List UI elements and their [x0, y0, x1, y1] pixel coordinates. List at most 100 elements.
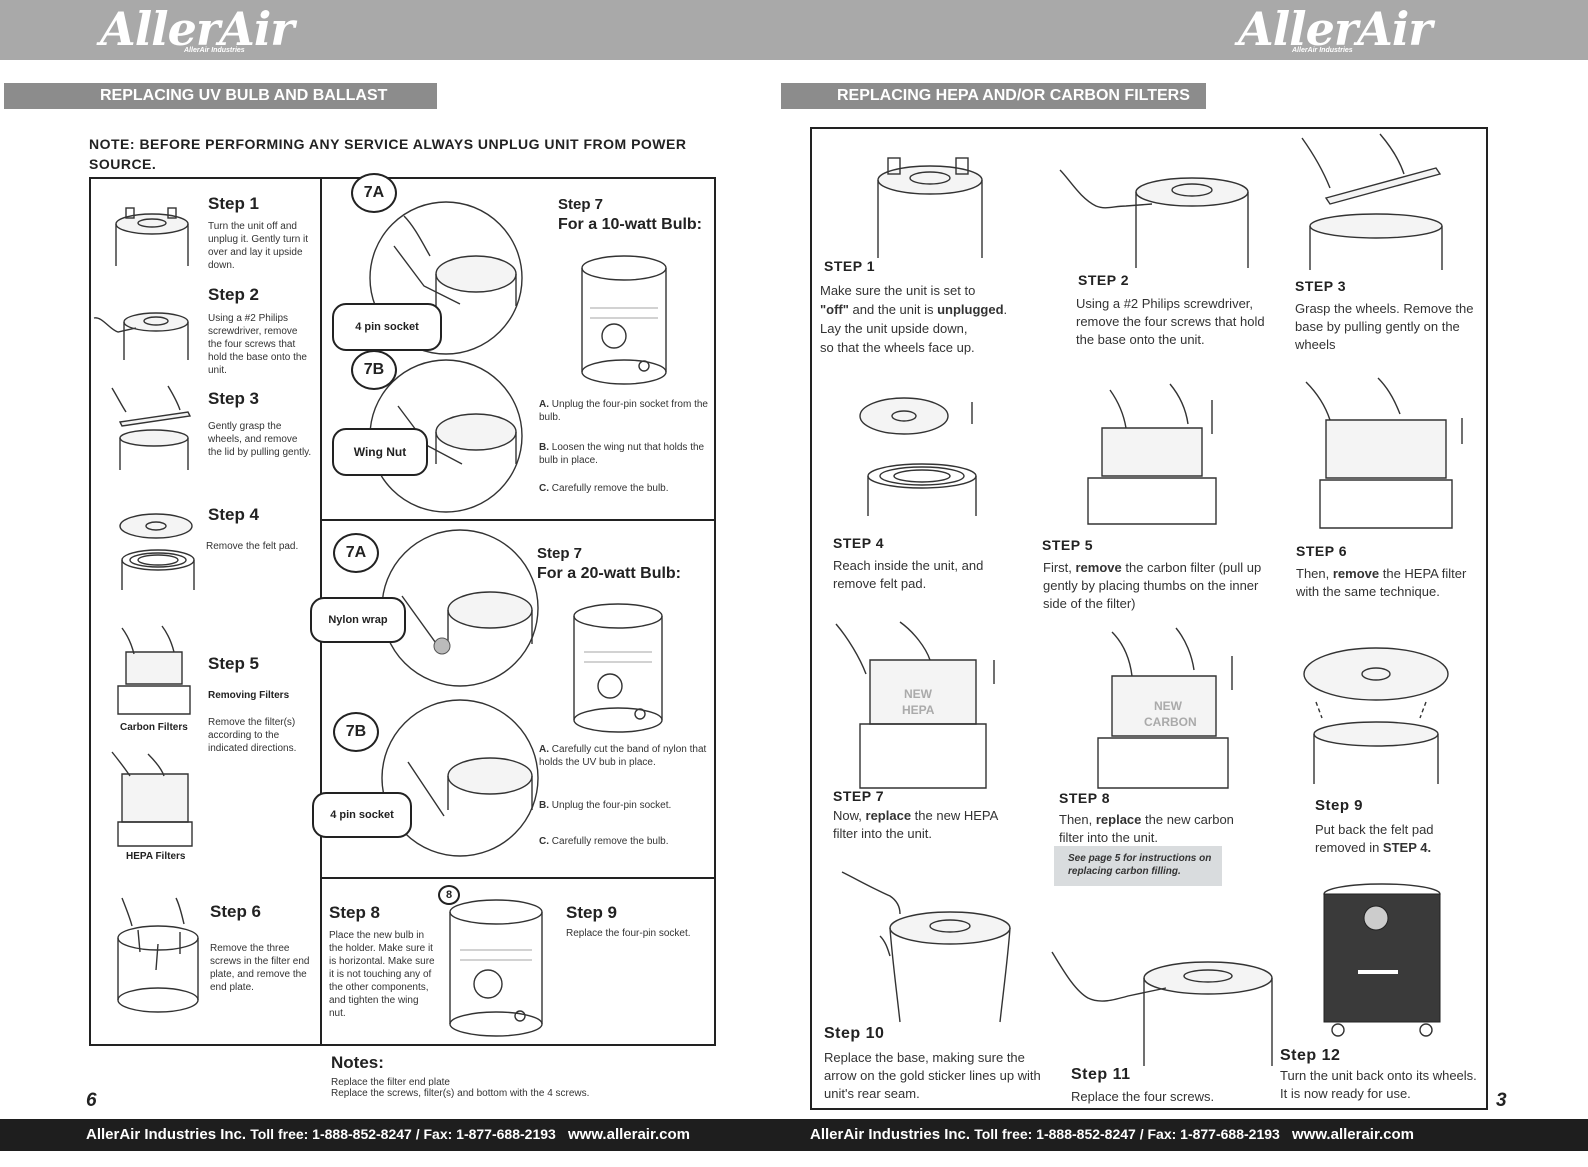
badge-7a-20w: 7A: [333, 533, 379, 573]
carbon-filling-note: See page 5 for instructions on replacing…: [1054, 846, 1222, 886]
label-wing-nut-10w: Wing Nut: [332, 428, 428, 476]
logo-left: AllerAir: [100, 2, 295, 56]
footer-left: AllerAir Industries Inc. Toll free: 1-88…: [86, 1126, 690, 1143]
step4-text: Remove the felt pad.: [206, 541, 299, 552]
r-step8-title: STEP 8: [1059, 790, 1110, 806]
r-step9-illustration: [1303, 647, 1449, 784]
step8-text: Place the new bulb in the holder. Make s…: [329, 930, 435, 1019]
badge-8: 8: [438, 885, 460, 905]
step9-text: Replace the four-pin socket.: [566, 928, 691, 939]
r-step7-title: STEP 7: [833, 788, 884, 804]
label-4-pin-socket-20w: 4 pin socket: [312, 792, 412, 838]
r-step8-illustration: NEW CARBON: [1097, 627, 1233, 789]
badge-7b-20w: 7B: [333, 712, 379, 752]
r-step1-text: Make sure the unit is set to "off" and t…: [820, 283, 1008, 355]
r-step3-text: Grasp the wheels. Remove the base by pul…: [1295, 301, 1474, 352]
step1-title: Step 1: [208, 194, 260, 213]
logo-right-sub: AllerAir Industries: [1292, 47, 1353, 54]
bulb-10w-unit-illustration: [581, 255, 667, 385]
notes-line-1: Replace the filter end plate: [331, 1077, 450, 1086]
svg-text:NEW: NEW: [904, 687, 933, 701]
label-4-pin-socket-10w: 4 pin socket: [332, 303, 442, 351]
r-step9-title: Step 9: [1315, 797, 1364, 814]
carbon-filter-illustration: [117, 625, 191, 715]
r-step5-title: STEP 5: [1042, 537, 1093, 553]
r-step12-assembled-unit-illustration: [1323, 883, 1441, 1037]
left-steps-box: [89, 177, 716, 1046]
step7-20w-instruction-b: B. Unplug the four-pin socket.: [539, 800, 672, 811]
step7-20w-title-line2: For a 20-watt Bulb:: [537, 565, 682, 582]
r-step2-title: STEP 2: [1078, 272, 1129, 288]
felt-pad-illustration: [119, 513, 195, 590]
service-note: NOTE: BEFORE PERFORMING ANY SERVICE ALWA…: [89, 136, 687, 172]
step3-text: Gently grasp the wheels, and remove the …: [208, 421, 312, 458]
footer-left-website-link[interactable]: www.allerair.com: [567, 1126, 690, 1143]
r-step1-illustration: [877, 157, 983, 258]
r-step3-title: STEP 3: [1295, 278, 1346, 294]
logo-right: AllerAir: [1238, 2, 1433, 56]
step7-10w-title-line2: For a 10-watt Bulb:: [558, 216, 703, 233]
r-step5-illustration: [1087, 383, 1217, 525]
label-nylon-wrap-20w: Nylon wrap: [310, 597, 406, 643]
step7-20w-title-line1: Step 7: [537, 545, 583, 562]
r-step1-title: STEP 1: [824, 258, 875, 274]
r-step8-text: Then, replace the new carbon filter into…: [1059, 812, 1234, 845]
left-section-title: REPLACING UV BULB AND BALLAST: [4, 83, 437, 109]
left-row-divider-2: [320, 877, 715, 879]
r-step11-text: Replace the four screws.: [1071, 1089, 1215, 1104]
screwdriver-illustration: [93, 312, 189, 360]
right-section-title: REPLACING HEPA AND/OR CARBON FILTERS: [781, 83, 1206, 109]
footer-right: AllerAir Industries Inc. Toll free: 1-88…: [810, 1126, 1414, 1143]
r-step4-title: STEP 4: [833, 535, 884, 551]
hepa-filters-label: HEPA Filters: [126, 851, 186, 862]
svg-text:NEW: NEW: [1154, 699, 1183, 713]
notes-line-2: Replace the screws, filter(s) and bottom…: [331, 1088, 590, 1099]
r-step4-illustration: [859, 397, 977, 516]
r-step6-text: Then, remove the HEPA filter with the sa…: [1296, 566, 1467, 599]
r-step2-text: Using a #2 Philips screwdriver, remove t…: [1076, 296, 1265, 347]
step2-text: Using a #2 Philips screwdriver, remove t…: [208, 313, 307, 376]
step5-text: Remove the filter(s) according to the in…: [208, 717, 297, 754]
r-step6-title: STEP 6: [1296, 543, 1347, 559]
step7-20w-instruction-c: C. Carefully remove the bulb.: [539, 836, 669, 847]
r-step12-title: Step 12: [1280, 1047, 1341, 1064]
badge-7b-10w: 7B: [351, 350, 397, 390]
step9-title: Step 9: [566, 903, 618, 922]
bulb-10w-circle-illustrations: [369, 201, 523, 513]
step6-title: Step 6: [210, 902, 262, 921]
hepa-filter-illustration: [111, 751, 193, 847]
top-banner: [0, 0, 1588, 60]
notes-title: Notes:: [331, 1053, 384, 1072]
r-step7-text: Now, replace the new HEPA filter into th…: [833, 808, 998, 841]
footer-bar: [0, 1119, 1588, 1151]
r-step5-text: First, remove the carbon filter (pull up…: [1043, 560, 1262, 611]
step5-subtitle: Removing Filters: [208, 690, 290, 701]
r-step6-illustration: [1305, 377, 1463, 529]
step2-title: Step 2: [208, 285, 260, 304]
r-step3-illustration: [1301, 133, 1443, 270]
step7-20w-instruction-a: A. Carefully cut the band of nylon that …: [539, 744, 707, 768]
r-step12-text: Turn the unit back onto its wheels. It i…: [1280, 1068, 1477, 1101]
step5-title: Step 5: [208, 654, 260, 673]
step1-text: Turn the unit off and unplug it. Gently …: [208, 221, 309, 271]
remove-lid-illustration: [111, 385, 192, 470]
r-step10-text: Replace the base, making sure the arrow …: [824, 1050, 1041, 1101]
r-step4-text: Reach inside the unit, and remove felt p…: [833, 558, 984, 591]
r-step9-text: Put back the felt pad removed in STEP 4.: [1315, 822, 1434, 855]
footer-right-website-link[interactable]: www.allerair.com: [1291, 1126, 1414, 1143]
r-step10-illustration: [841, 871, 1011, 1023]
step3-title: Step 3: [208, 389, 260, 408]
r-step10-title: Step 10: [824, 1025, 885, 1042]
bulb-20w-unit-illustration: [573, 603, 663, 733]
r-step11-illustration: [1051, 951, 1273, 1066]
r-step11-title: Step 11: [1071, 1066, 1131, 1083]
step8-title: Step 8: [329, 903, 381, 922]
svg-text:HEPA: HEPA: [902, 703, 935, 717]
step4-title: Step 4: [208, 505, 260, 524]
carbon-filters-label: Carbon Filters: [120, 722, 188, 733]
r-step2-illustration: [1059, 169, 1249, 268]
left-row-divider-1: [320, 519, 715, 521]
bulb-20w-circle-illustrations: [381, 529, 539, 857]
step7-10w-title-line1: Step 7: [558, 196, 604, 213]
right-page-number: 3: [1496, 1090, 1507, 1111]
